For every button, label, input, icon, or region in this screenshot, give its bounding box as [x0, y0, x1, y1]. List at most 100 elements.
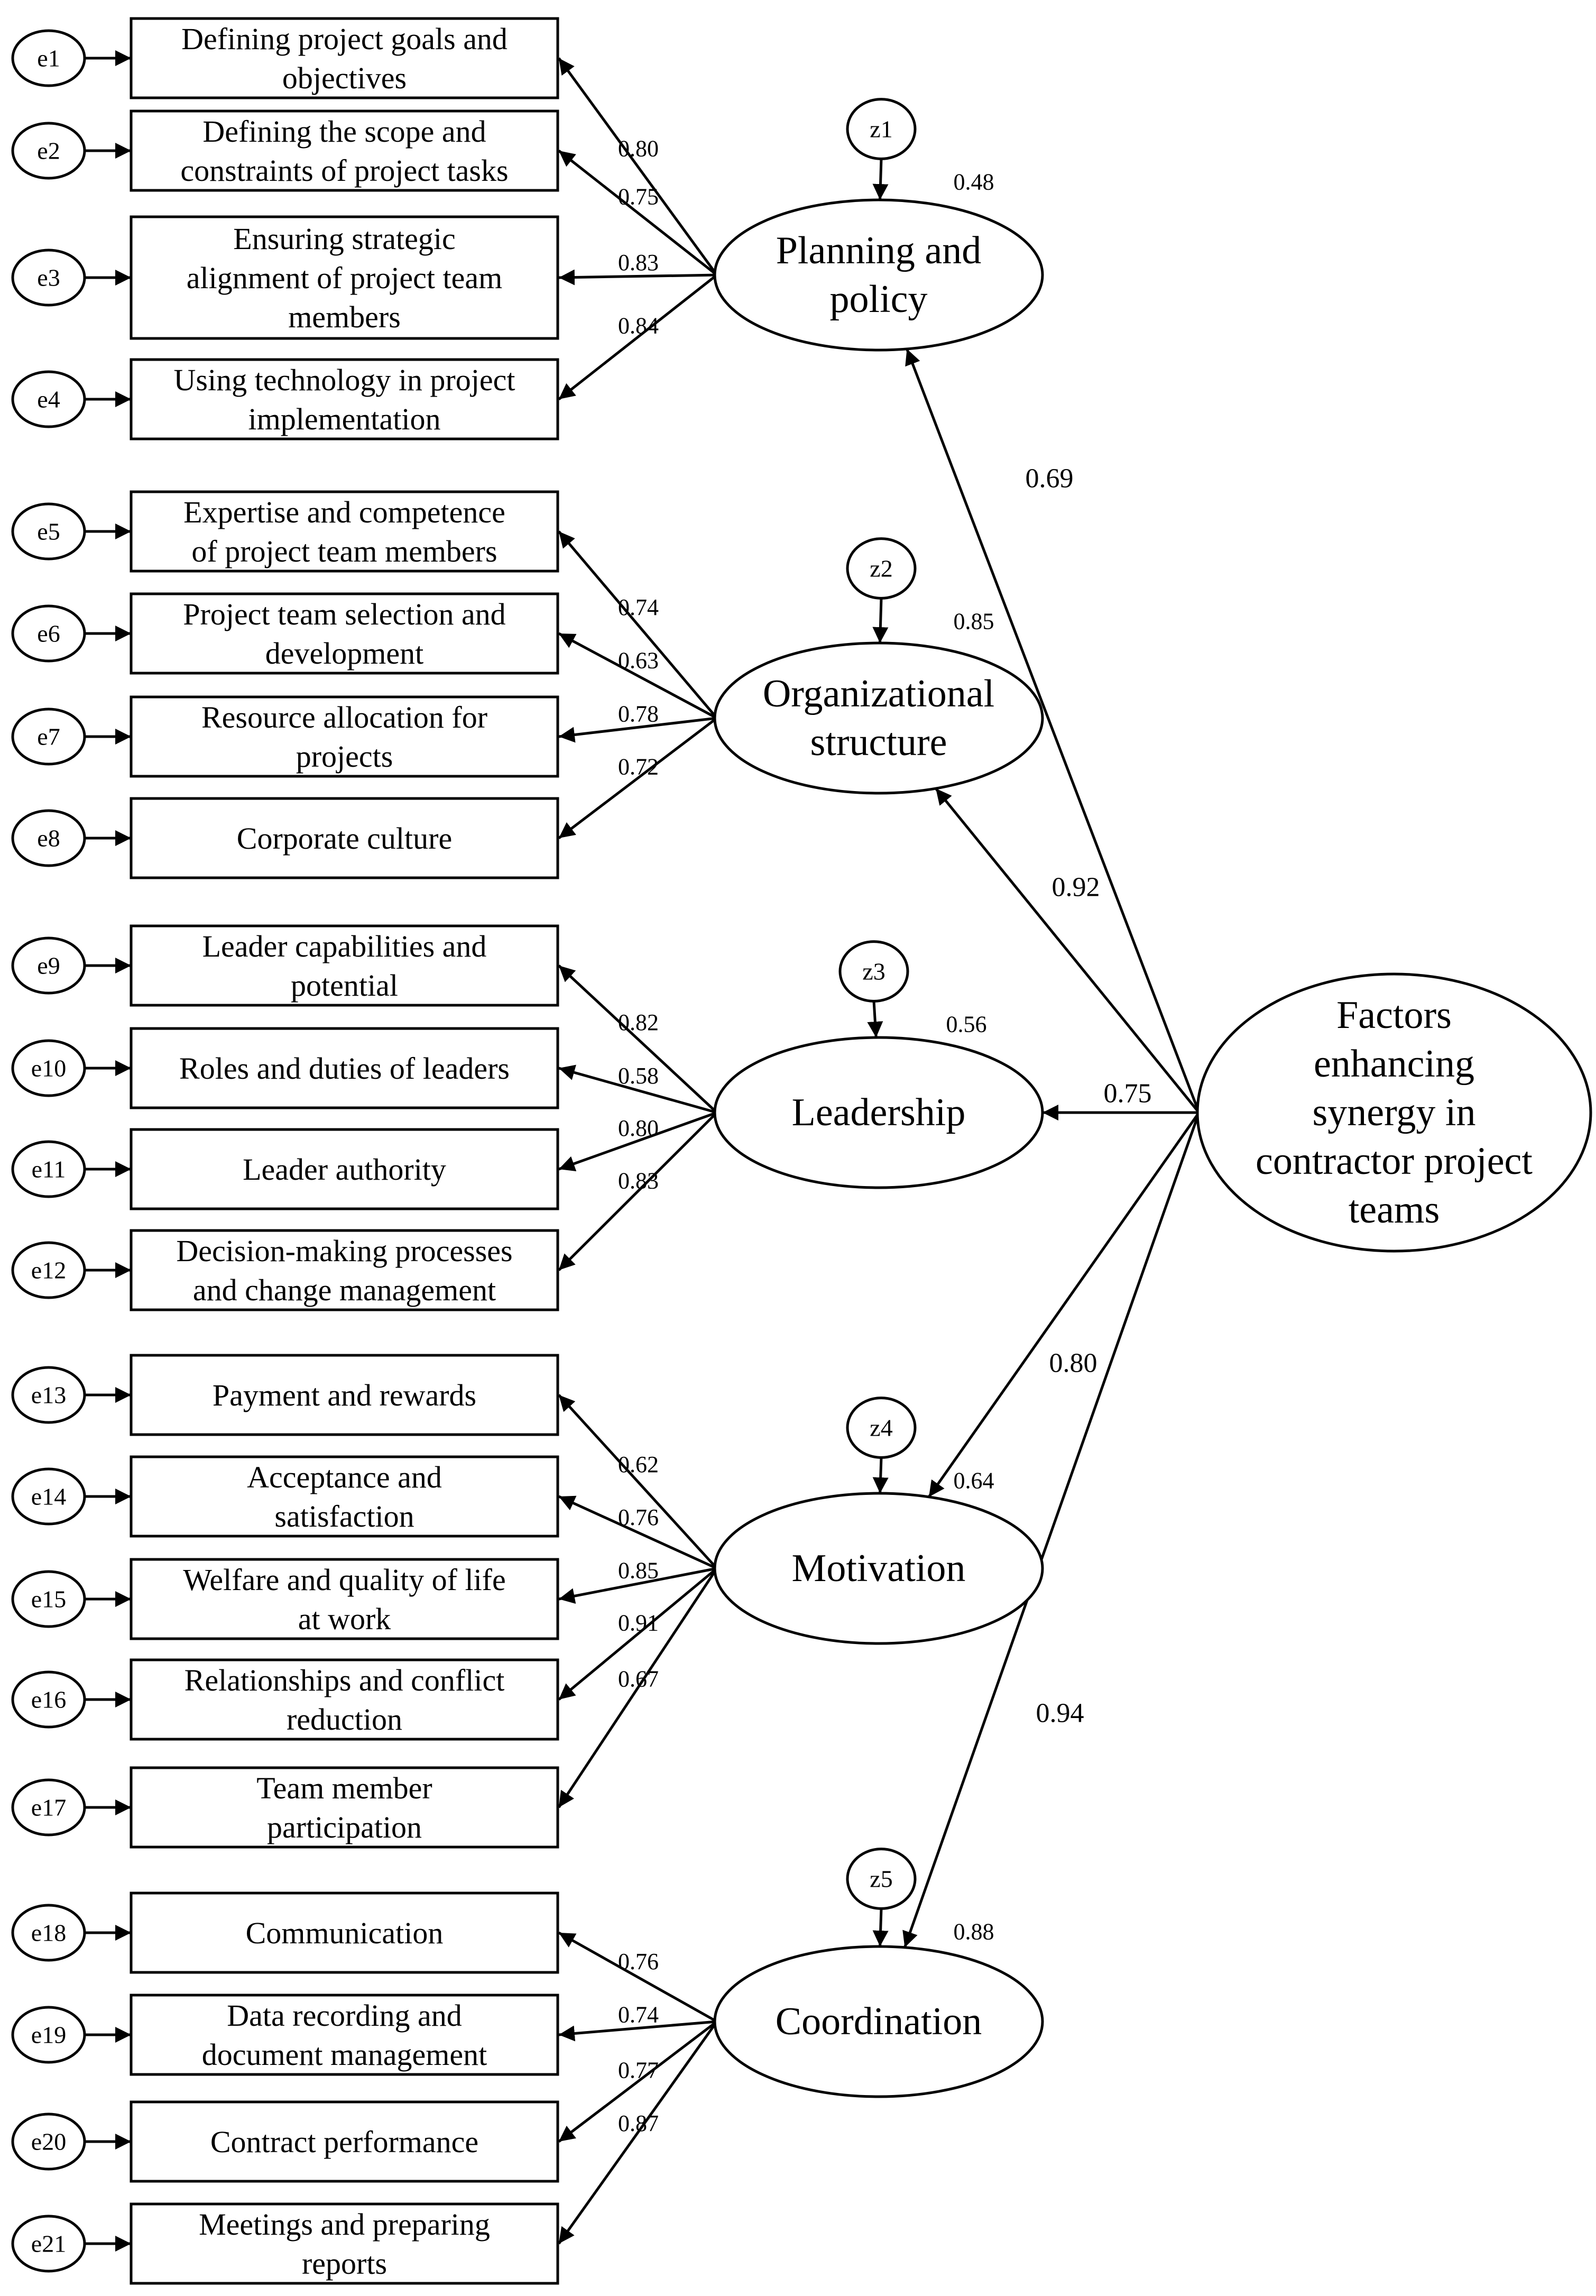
factor-4-indicator-1-label: Payment and rewards — [213, 1378, 476, 1412]
factor-1-disturbance-arrow — [872, 159, 889, 200]
factor-4 — [713, 1492, 1044, 1645]
factor-5-indicator-4-label-line: reports — [302, 2246, 387, 2281]
factor-1-indicator-3-label-line: members — [288, 300, 401, 334]
factor-1-indicator-3-label-line: Ensuring strategic — [233, 222, 455, 256]
factor-5-indicator-1-label: Communication — [246, 1916, 444, 1950]
factor-3-indicator-1-label-line: potential — [291, 968, 398, 1003]
factor-3-indicator-2-label-line: Roles and duties of leaders — [179, 1051, 510, 1086]
factor-3-disturbance-arrow — [867, 1001, 883, 1038]
factor-5-indicator-4-loading-arrow — [557, 2021, 718, 2245]
factor-2-structural-loading: 0.92 — [1052, 873, 1100, 903]
factor-5-disturbance — [846, 1848, 917, 1910]
factor-4-indicator-3-label-line: Welfare and quality of life — [183, 1563, 506, 1597]
factor-1-indicator-1-error — [11, 29, 86, 87]
factor-2-indicator-3-error — [11, 708, 86, 766]
factor-5-indicator-3-loading: 0.77 — [618, 2058, 659, 2083]
factor-1-structural-loading: 0.69 — [1026, 464, 1074, 494]
factor-4-indicator-2-error — [11, 1467, 86, 1526]
factor-1-indicator-4-label-line: implementation — [248, 402, 440, 436]
factor-1-indicator-2-loading: 0.75 — [618, 183, 659, 209]
factor-4-indicator-5 — [130, 1766, 559, 1849]
factor-2-indicator-3-label-line: projects — [296, 739, 393, 774]
factor-3-indicator-1-loading-arrow — [558, 965, 718, 1114]
higher-order-factor-label-line: contractor project — [1256, 1140, 1533, 1183]
factor-5-indicator-3-loading-arrow — [558, 2021, 718, 2143]
factor-1-indicator-1-error-label: e1 — [37, 45, 60, 72]
factor-1-indicator-4-error-label: e4 — [37, 386, 60, 413]
factor-1-indicator-2-label-line: constraints of project tasks — [180, 153, 508, 188]
higher-order-factor-label-line: enhancing — [1314, 1042, 1474, 1086]
factor-4-indicator-2-label-line: Acceptance and — [247, 1460, 442, 1494]
factor-1-indicator-3 — [130, 215, 559, 340]
factor-3-indicator-3-loading: 0.80 — [618, 1115, 659, 1141]
factor-2-indicator-4-error — [11, 809, 86, 867]
factor-5-indicator-3-label: Contract performance — [210, 2125, 478, 2159]
factor-3-indicator-4-loading-arrow — [558, 1112, 718, 1271]
factor-2-r-squared: 0.85 — [954, 609, 994, 635]
factor-3-indicator-2 — [130, 1027, 559, 1109]
factor-2-indicator-2-loading-arrow — [558, 632, 718, 720]
factor-2-indicator-1-loading: 0.74 — [618, 594, 659, 620]
factor-5-indicator-1 — [130, 1891, 559, 1974]
factor-2-disturbance-arrow — [872, 598, 889, 644]
factor-4-indicator-5-loading: 0.67 — [618, 1666, 659, 1692]
factor-3-indicator-4 — [130, 1229, 559, 1311]
factor-5-indicator-2-label-line: Data recording and — [227, 1998, 462, 2033]
factor-1-indicator-3-loading-arrow — [558, 269, 717, 286]
factor-1 — [713, 198, 1044, 352]
factor-5-indicator-1-loading-arrow — [558, 1931, 718, 2023]
factor-3-indicator-4-label-line: and change management — [193, 1273, 496, 1307]
factor-4-indicator-1 — [130, 1354, 559, 1436]
factor-1-indicator-1-loading: 0.80 — [618, 135, 659, 161]
factor-5-structural-loading: 0.94 — [1036, 1698, 1084, 1729]
factor-1-indicator-3-error — [11, 249, 86, 307]
factor-4-disturbance — [846, 1397, 917, 1459]
factor-5-indicator-3-error-label: e20 — [31, 2128, 66, 2155]
factor-5-label: Coordination — [776, 2000, 982, 2043]
factor-4-indicator-3-error-label: e15 — [31, 1586, 66, 1613]
factor-3-indicator-1-label-line: Leader capabilities and — [202, 929, 487, 963]
factor-4-indicator-5-loading-arrow — [557, 1567, 718, 1808]
factor-2-indicator-4-label-line: Corporate culture — [237, 821, 452, 856]
factor-3-r-squared: 0.56 — [946, 1012, 987, 1037]
factor-1-indicator-2 — [130, 109, 559, 192]
factor-5-indicator-3 — [130, 2100, 559, 2183]
factor-1-indicator-2-error-label: e2 — [37, 137, 60, 164]
factor-2-indicator-2-error-label: e6 — [37, 620, 60, 647]
factor-4-indicator-2 — [130, 1455, 559, 1538]
factor-4-indicator-1-error-label: e13 — [31, 1382, 66, 1409]
factor-1-disturbance-label: z1 — [870, 116, 892, 143]
factor-2-indicator-1 — [130, 490, 559, 573]
factor-2-indicator-4 — [130, 797, 559, 879]
factor-5-structural-path — [902, 1112, 1201, 1948]
higher-order-factor-label-line: Factors — [1336, 994, 1452, 1037]
factor-2-indicator-2-loading: 0.63 — [618, 647, 659, 673]
factor-1-indicator-1-label-line: objectives — [282, 61, 407, 95]
factor-3-indicator-4-error — [11, 1241, 86, 1299]
factor-1-r-squared: 0.48 — [954, 169, 994, 195]
factor-1-indicator-3-error-label: e3 — [37, 264, 60, 291]
factor-2-indicator-1-loading-arrow — [558, 530, 718, 719]
factor-3-structural-loading: 0.75 — [1104, 1079, 1152, 1109]
factor-2-indicator-1-label-line: Expertise and competence — [183, 495, 505, 529]
factor-4-indicator-1-error — [11, 1366, 86, 1424]
factor-3-indicator-3-error — [11, 1140, 86, 1198]
factor-1-indicator-4-loading-arrow — [558, 274, 718, 400]
factor-2-label-line: Organizational — [763, 672, 994, 715]
factor-4-indicator-4-label-line: Relationships and conflict — [184, 1663, 505, 1697]
factor-3-disturbance-label: z3 — [862, 958, 885, 985]
factor-3-indicator-2-error — [11, 1039, 86, 1097]
factor-5-indicator-4-error — [11, 2215, 86, 2273]
factor-5 — [713, 1945, 1044, 2098]
factor-3 — [713, 1036, 1044, 1189]
factor-2-label-line: structure — [810, 721, 947, 764]
factor-3-indicator-1-label: Leader capabilities and potential — [202, 929, 487, 1003]
factor-2-indicator-4-label: Corporate culture — [237, 821, 452, 856]
factor-3-indicator-3-loading-arrow — [558, 1111, 717, 1172]
